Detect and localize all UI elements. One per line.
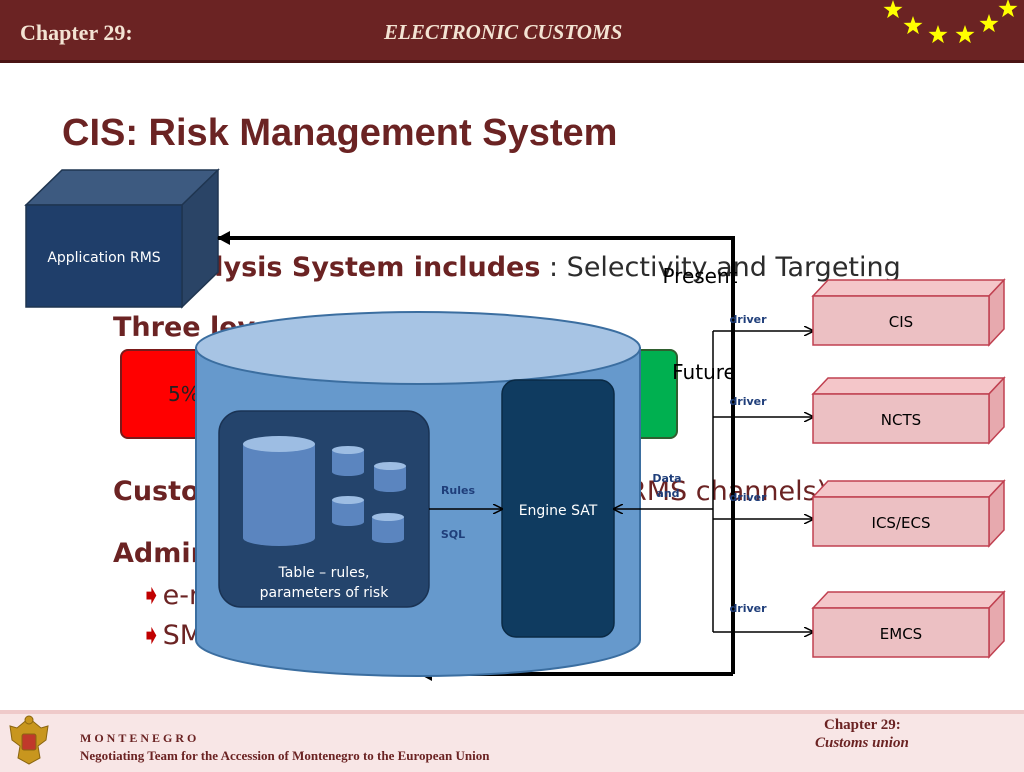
engine-sat-box: Engine SAT: [501, 379, 615, 638]
rules-label: Rules: [441, 484, 476, 497]
driver-label-ics: driver: [729, 491, 767, 504]
bullet-analysis-bold: alysis System includes: [196, 252, 541, 283]
system-box-ics-ecs: ICS/ECS: [811, 479, 1006, 548]
system-label-ncts: NCTS: [881, 411, 921, 429]
slide-title: CIS: Risk Management System: [62, 112, 618, 154]
future-label: Future: [672, 360, 736, 384]
arrow-bullet-icon: ➧: [140, 580, 163, 611]
feedback-arrow-top: [217, 231, 735, 674]
system-box-cis: CIS: [811, 278, 1006, 347]
bullet-admin: Admin: [113, 538, 210, 569]
table-label-line1: Table – rules,: [278, 565, 370, 581]
driver-label-cis: driver: [729, 313, 767, 326]
footer-negotiating-team: Negotiating Team for the Accession of Mo…: [80, 748, 490, 763]
system-box-ncts: NCTS: [811, 376, 1006, 445]
system-label-emcs: EMCS: [880, 625, 922, 643]
chapter-label: Chapter 29:: [20, 20, 133, 45]
data-label: Data: [652, 472, 681, 485]
system-box-emcs: EMCS: [811, 590, 1006, 659]
sql-label: SQL: [441, 528, 465, 541]
system-label-cis: CIS: [889, 313, 913, 331]
driver-label-ncts: driver: [729, 395, 767, 408]
header-bar: [0, 0, 1024, 63]
system-label-ics-ecs: ICS/ECS: [872, 514, 931, 532]
percent-label: 5%: [168, 382, 200, 406]
bullet-rms-channels: RMS channels): [628, 476, 828, 507]
driver-label-emcs: driver: [729, 602, 767, 615]
application-rms-box: Application RMS: [24, 168, 220, 309]
data-label-partial: and: [656, 487, 679, 500]
arrow-bullet-icon: ➧: [140, 620, 163, 651]
footer-chapter: Chapter 29:: [824, 717, 901, 733]
bullet-analysis-rest: : Selectivity and Targeting: [540, 252, 901, 283]
present-label: Present: [662, 264, 737, 288]
footer-customs-union: Customs union: [815, 735, 909, 751]
table-label-line2: parameters of risk: [260, 585, 390, 601]
montenegro-coat-of-arms-icon: [9, 715, 49, 765]
bullet-analysis-system: alysis System includes : Selectivity and…: [196, 252, 901, 283]
application-rms-label: Application RMS: [47, 250, 160, 266]
engine-sat-label: Engine SAT: [519, 503, 598, 519]
rules-table-panel: Table – rules, parameters of risk: [218, 410, 430, 608]
chapter-subject: ELECTRONIC CUSTOMS: [384, 20, 623, 44]
footer-bar: [0, 710, 1024, 772]
footer-country: MONTENEGRO: [80, 731, 200, 745]
